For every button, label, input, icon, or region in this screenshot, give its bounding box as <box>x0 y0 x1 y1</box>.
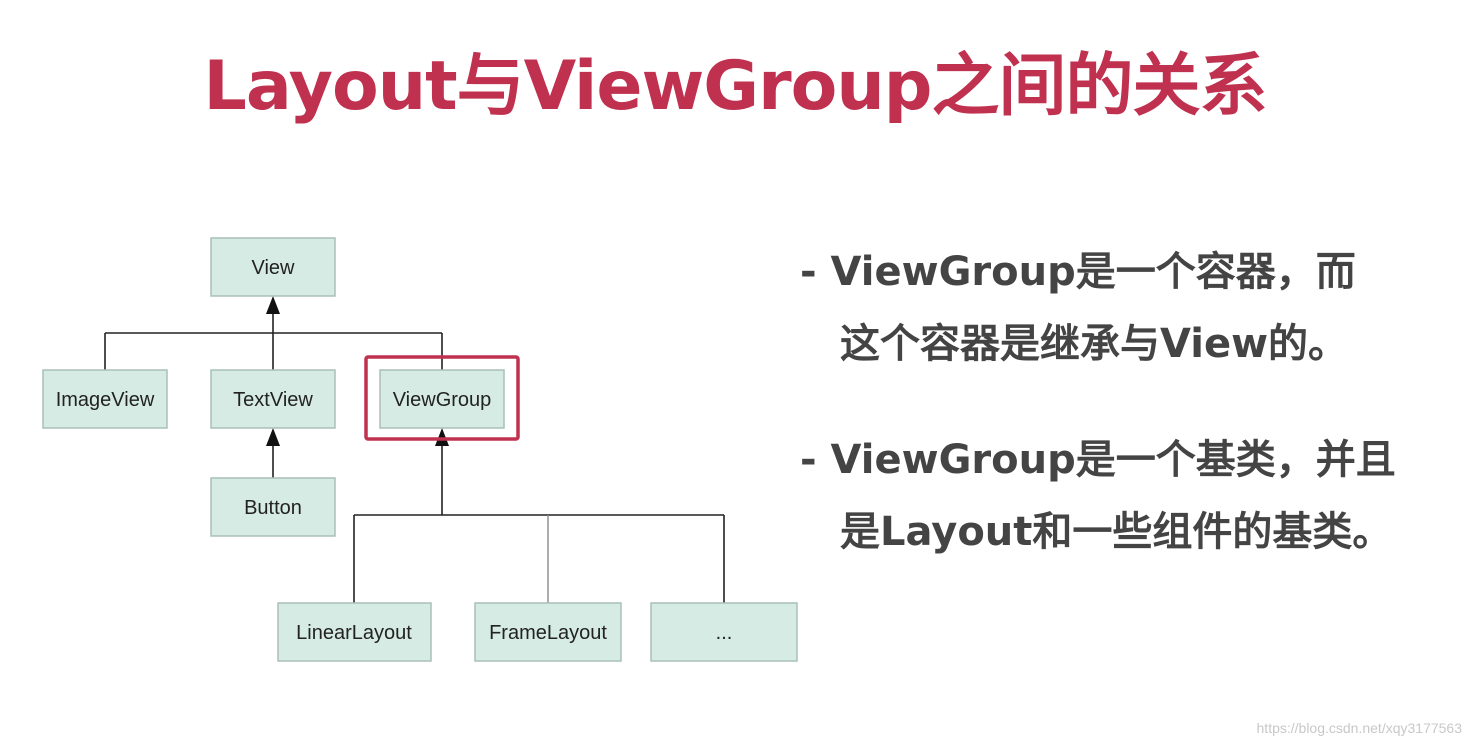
node-view <box>210 237 336 297</box>
arrowhead-viewgroup <box>435 428 449 446</box>
node-linearlayout-label: LinearLayout <box>296 622 412 644</box>
bullet-2-line-2: 是Layout和一些组件的基类。 <box>840 509 1393 555</box>
node-imageview-label: ImageView <box>56 389 155 411</box>
class-hierarchy-diagram: View ImageView TextView ViewGroup Button… <box>42 237 798 662</box>
node-button <box>210 477 336 537</box>
arrowhead-textview <box>266 428 280 446</box>
node-textview-label: TextView <box>233 389 313 411</box>
node-viewgroup <box>379 369 505 429</box>
viewgroup-highlight-box <box>364 355 520 441</box>
bullet-point-1: - ViewGroup是一个容器，而 这个容器是继承与View的。 <box>800 236 1356 380</box>
bullet-point-2: - ViewGroup是一个基类，并且 是Layout和一些组件的基类。 <box>800 424 1396 568</box>
node-textview <box>210 369 336 429</box>
bullet-1-line-1: - ViewGroup是一个容器，而 <box>800 249 1356 295</box>
arrowhead-view <box>266 296 280 314</box>
bullet-2-line-1: - ViewGroup是一个基类，并且 <box>800 437 1396 483</box>
node-imageview <box>42 369 168 429</box>
watermark: https://blog.csdn.net/xqy3177563 <box>1256 720 1462 736</box>
node-framelayout-label: FrameLayout <box>489 622 607 644</box>
node-framelayout <box>474 602 622 662</box>
page-title: Layout与ViewGroup之间的关系 <box>203 47 1268 126</box>
node-more <box>650 602 798 662</box>
bullet-1-line-2: 这个容器是继承与View的。 <box>840 321 1349 367</box>
node-linearlayout <box>277 602 432 662</box>
node-viewgroup-label: ViewGroup <box>393 389 492 411</box>
node-more-label: ... <box>716 622 733 644</box>
node-button-label: Button <box>244 497 302 519</box>
node-view-label: View <box>252 257 296 279</box>
